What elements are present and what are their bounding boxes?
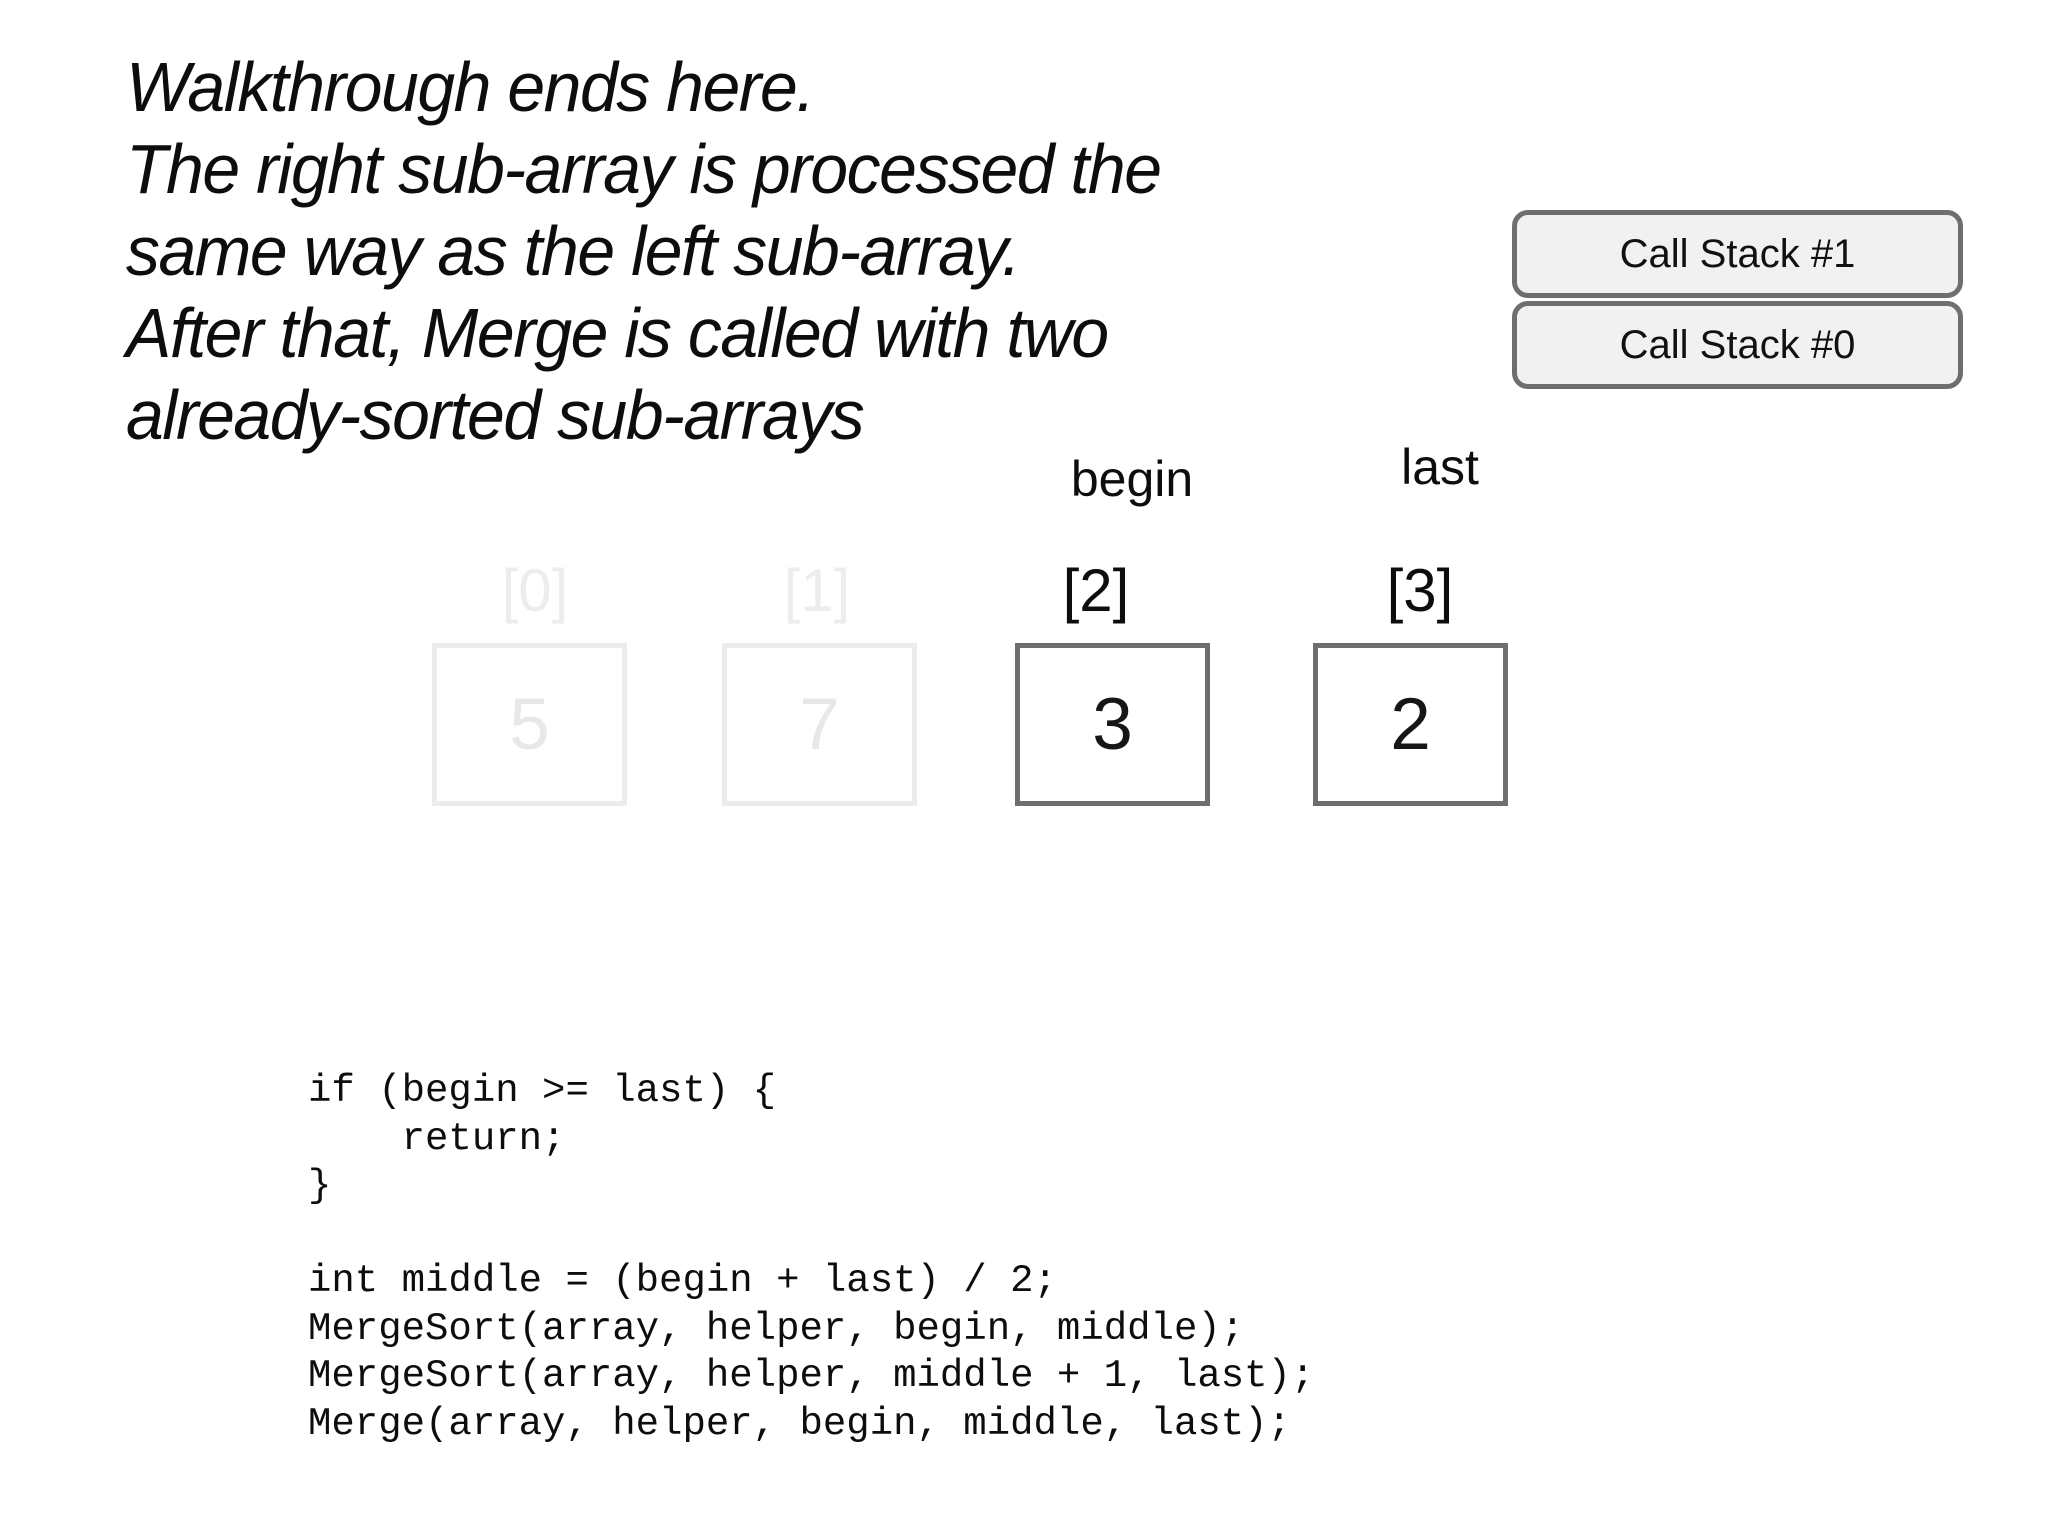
array-cell-2: 3 xyxy=(1015,643,1210,806)
narration-line: Walkthrough ends here. xyxy=(126,48,815,126)
call-stack-frame-0[interactable]: Call Stack #0 xyxy=(1512,301,1963,389)
narration-line: The right sub-array is processed the xyxy=(126,130,1162,208)
array-cell-value: 3 xyxy=(1092,684,1133,765)
array-cell-1: 7 xyxy=(722,643,917,806)
call-stack-frame-label: Call Stack #0 xyxy=(1619,322,1856,367)
narration-line: same way as the left sub-array. xyxy=(126,212,1021,290)
array-cell-value: 5 xyxy=(509,684,550,765)
array-index-label-1: [1] xyxy=(783,557,851,624)
array-cell-value: 7 xyxy=(799,684,840,765)
array-cell-value: 2 xyxy=(1390,684,1431,765)
array-cell-3: 2 xyxy=(1313,643,1508,806)
begin-pointer-label: begin xyxy=(1070,451,1194,507)
call-stack: Call Stack #1 Call Stack #0 xyxy=(1512,210,1963,389)
last-pointer-label: last xyxy=(1401,439,1479,495)
call-stack-frame-1[interactable]: Call Stack #1 xyxy=(1512,210,1963,298)
mergesort-code-block: if (begin >= last) { return; } int middl… xyxy=(308,1069,1315,1446)
array-index-label-0: [0] xyxy=(501,557,569,624)
narration-line: After that, Merge is called with two xyxy=(126,294,1109,372)
call-stack-frame-label: Call Stack #1 xyxy=(1619,231,1856,276)
narration-line: already-sorted sub-arrays xyxy=(126,376,865,454)
array-index-label-3: [3] xyxy=(1386,557,1454,624)
array-index-label-2: [2] xyxy=(1062,557,1130,624)
narration-text: Walkthrough ends here. The right sub-arr… xyxy=(126,46,1162,456)
array-cell-0: 5 xyxy=(432,643,627,806)
